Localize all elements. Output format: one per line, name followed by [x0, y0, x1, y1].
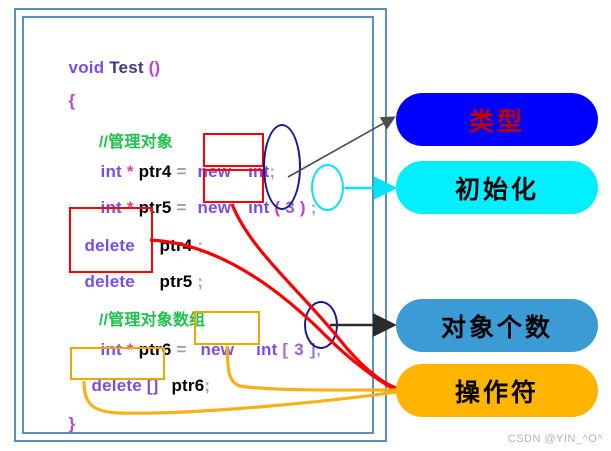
highlight-box-delete-brackets [70, 347, 165, 380]
callout-object-count-label: 对象个数 [440, 314, 553, 342]
red-curve-new-to-operator [230, 203, 397, 390]
code-line-delete-ptr5: delete ptr5 ; [55, 252, 203, 312]
token-semicolon: ; [305, 198, 317, 217]
callout-initialization[interactable]: 初始化 [396, 161, 598, 214]
token-int: int [100, 340, 122, 359]
inner-frame [22, 16, 374, 434]
code-line-close-brace: } [39, 394, 76, 451]
token-open-brace: { [68, 91, 76, 110]
red-curve-delete-to-operator [149, 238, 397, 392]
token-equals: = [171, 198, 192, 217]
token-delete-brackets: delete [] [91, 376, 159, 395]
callout-type[interactable]: 类型 [396, 93, 598, 146]
code-line-comment-object: //管理对象 [71, 110, 173, 170]
callout-operator-label: 操作符 [454, 379, 539, 407]
code-line-comment-array: //管理对象数组 [71, 288, 205, 348]
token-parens: () [148, 58, 161, 77]
arrow-to-type [287, 116, 396, 178]
token-ptr4: ptr4 [138, 162, 172, 181]
token-ptr5: ptr5 [138, 198, 172, 217]
callout-object-count[interactable]: 对象个数 [396, 299, 598, 352]
token-comment-object: //管理对象 [98, 134, 173, 151]
ellipse-int-type [263, 124, 301, 210]
token-star: * [121, 162, 139, 181]
token-void: void [68, 58, 110, 77]
token-semicolon: ; [315, 340, 322, 359]
token-int: int [100, 162, 122, 181]
token-number-3: 3 [294, 340, 304, 359]
token-close-paren: ) [299, 198, 306, 217]
token-close-bracket: ] [309, 340, 316, 359]
token-int-type: int [251, 340, 278, 359]
orange-curve-delete-array-to-operator [82, 380, 397, 415]
token-close-brace: } [68, 414, 76, 433]
token-open-bracket: [ [277, 340, 289, 359]
ellipse-init-value [311, 164, 344, 211]
callout-initialization-label: 初始化 [454, 176, 539, 204]
orange-curve-new-array-to-operator [225, 345, 397, 392]
token-delete: delete [84, 236, 135, 255]
callout-type-label: 类型 [468, 108, 525, 136]
code-line-delete-array: delete [] ptr6; [62, 356, 211, 416]
token-semicolon: ; [192, 272, 204, 291]
token-semicolon: ; [204, 376, 211, 395]
callout-operator[interactable]: 操作符 [396, 364, 598, 417]
token-comment-array: //管理对象数组 [98, 312, 206, 329]
watermark: CSDN @YIN_^O^ [507, 433, 603, 445]
code-line-open-brace: { [39, 71, 76, 131]
token-ptr5: ptr5 [134, 272, 193, 291]
token-test: Test [109, 58, 149, 77]
token-semicolon: ; [192, 236, 204, 255]
code-block: void Test () { //管理对象 int * ptr4 = new i… [22, 16, 370, 433]
token-equals: = [171, 162, 192, 181]
token-equals: = [171, 340, 192, 359]
token-delete: delete [84, 272, 135, 291]
code-line-signature: void Test () [39, 38, 161, 98]
highlight-box-new-ptr6 [194, 311, 260, 345]
token-star: * [121, 340, 139, 359]
token-ptr6: ptr6 [166, 376, 205, 395]
highlight-box-new-ptr4 [203, 133, 264, 167]
token-number-3: 3 [285, 198, 295, 217]
highlight-box-new-ptr5 [203, 169, 264, 203]
